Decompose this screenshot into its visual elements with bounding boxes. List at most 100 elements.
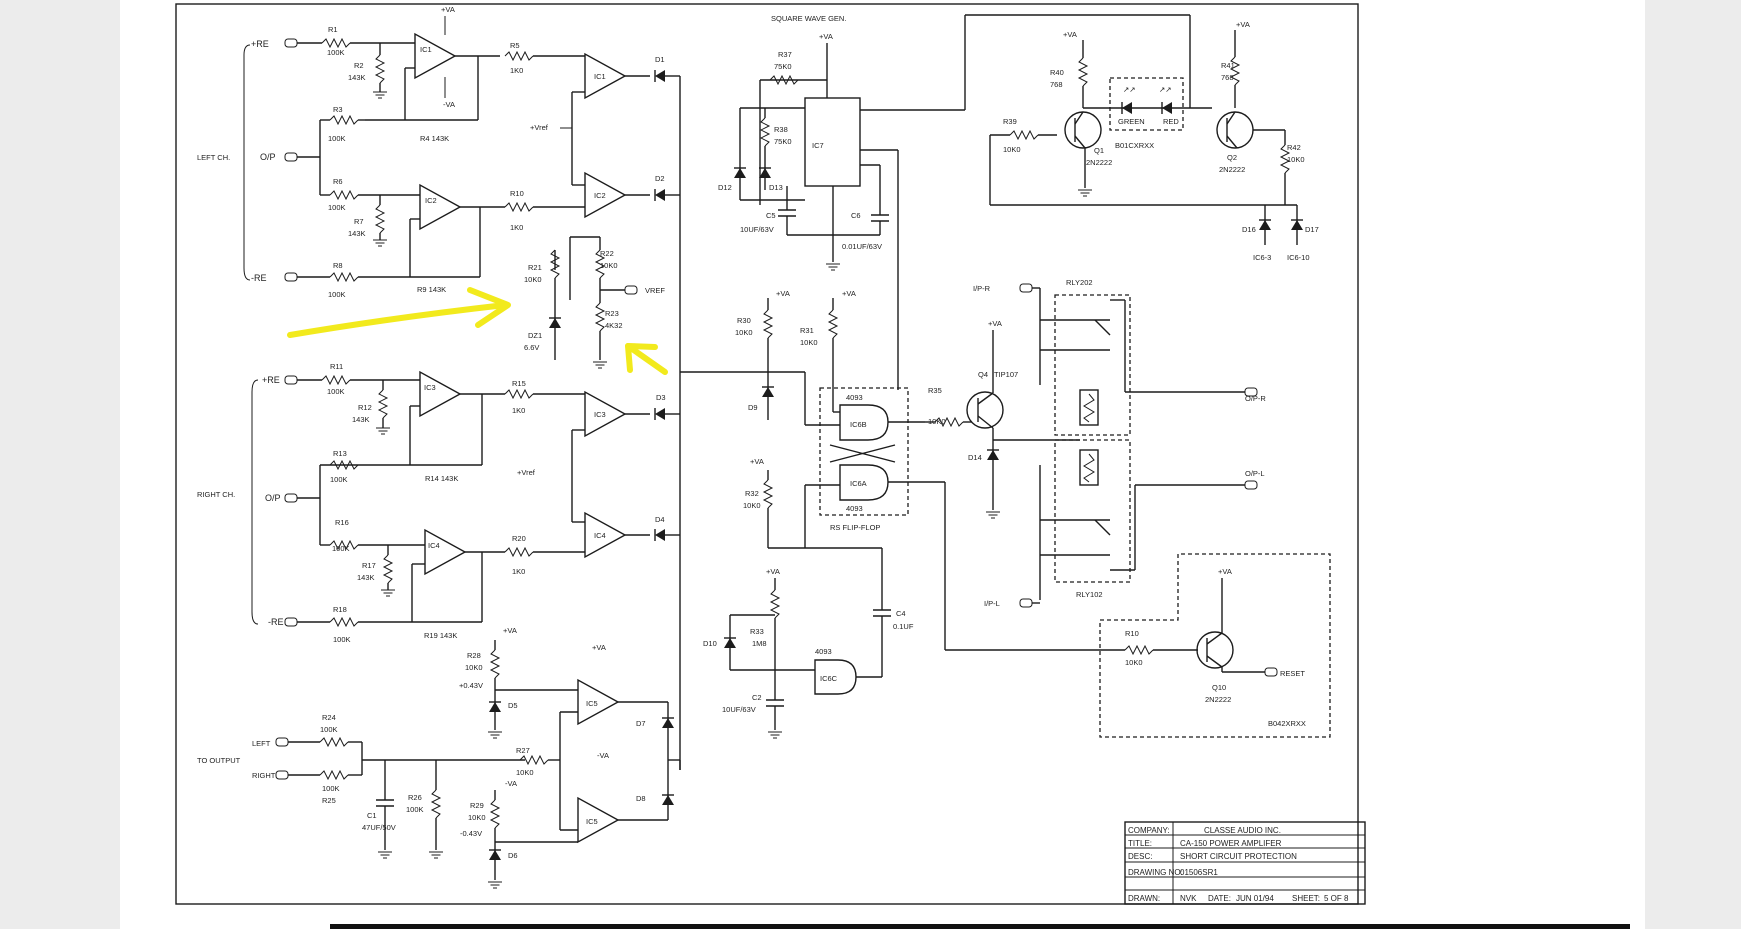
svg-text:2N2222: 2N2222	[1219, 165, 1245, 174]
svg-text:R24: R24	[322, 713, 336, 722]
svg-text:10K0: 10K0	[1287, 155, 1305, 164]
resistor-r15	[504, 389, 534, 399]
diode-d12	[733, 167, 747, 179]
svg-text:-VA: -VA	[597, 751, 609, 760]
svg-text:1K0: 1K0	[510, 66, 523, 75]
svg-text:DESC:: DESC:	[1128, 852, 1152, 861]
svg-text:Q10: Q10	[1212, 683, 1226, 692]
diode-d10	[723, 637, 737, 649]
svg-text:R3: R3	[333, 105, 343, 114]
svg-text:10K0: 10K0	[465, 663, 483, 672]
svg-text:DATE:: DATE:	[1208, 894, 1231, 903]
resistor-r7	[375, 204, 385, 234]
title-block: COMPANY: CLASSE AUDIO INC. TITLE: CA-150…	[1124, 821, 1366, 905]
svg-text:10K0: 10K0	[1125, 658, 1143, 667]
resistor-r10b	[1124, 645, 1154, 655]
svg-text:R33: R33	[750, 627, 764, 636]
svg-text:Q2: Q2	[1227, 153, 1237, 162]
svg-text:O/P-L: O/P-L	[1245, 469, 1265, 478]
diode-d1	[654, 69, 666, 83]
svg-text:10K0: 10K0	[735, 328, 753, 337]
svg-text:TIP107: TIP107	[994, 370, 1018, 379]
svg-text:IC6B: IC6B	[850, 420, 867, 429]
svg-text:R19 143K: R19 143K	[424, 631, 457, 640]
port-label: O/P	[260, 152, 276, 162]
svg-text:C1: C1	[367, 811, 377, 820]
port-ip-r	[1019, 283, 1033, 293]
svg-text:4093: 4093	[815, 647, 832, 656]
svg-text:RLY102: RLY102	[1076, 590, 1103, 599]
svg-text:10K0: 10K0	[800, 338, 818, 347]
svg-text:1K0: 1K0	[512, 567, 525, 576]
transistor-q10	[1196, 631, 1234, 669]
svg-text:R11: R11	[330, 362, 343, 371]
svg-text:R37: R37	[778, 50, 792, 59]
svg-text:VREF: VREF	[645, 286, 665, 295]
svg-text:R13: R13	[333, 449, 347, 458]
svg-text:R35: R35	[928, 386, 942, 395]
svg-text:2N2222: 2N2222	[1205, 695, 1231, 704]
svg-text:R25: R25	[322, 796, 336, 805]
drawing-frame	[175, 3, 1359, 905]
svg-text:R42: R42	[1287, 143, 1301, 152]
svg-text:-VA: -VA	[443, 100, 455, 109]
svg-text:-RE: -RE	[268, 617, 284, 627]
resistor-r20	[504, 547, 534, 557]
svg-text:143K: 143K	[352, 415, 370, 424]
led-red	[1161, 101, 1173, 115]
diode-d2	[654, 188, 666, 202]
svg-text:DZ1: DZ1	[528, 331, 542, 340]
svg-text:768: 768	[1221, 73, 1234, 82]
svg-text:↗↗: ↗↗	[1159, 85, 1172, 94]
port-op-l	[1244, 480, 1258, 490]
svg-text:I/P-R: I/P-R	[973, 284, 991, 293]
svg-text:143K: 143K	[357, 573, 375, 582]
svg-text:R6: R6	[333, 177, 343, 186]
opamp-ic5a	[577, 679, 619, 725]
bracket-right	[251, 379, 259, 625]
svg-text:+VA: +VA	[592, 643, 606, 652]
resistor-r12	[378, 389, 388, 419]
zener-dz1	[548, 317, 562, 329]
resistor-r24	[319, 737, 349, 747]
svg-text:COMPANY:: COMPANY:	[1128, 826, 1170, 835]
svg-text:100K: 100K	[320, 725, 338, 734]
svg-text:SHORT CIRCUIT PROTECTION: SHORT CIRCUIT PROTECTION	[1180, 852, 1297, 861]
svg-text:B01CXRXX: B01CXRXX	[1115, 141, 1154, 150]
port-left-op	[284, 152, 298, 162]
rs-flipflop-box	[819, 387, 909, 516]
port-label: +RE	[251, 39, 269, 49]
svg-text:+RE: +RE	[262, 375, 280, 385]
led-module-b01	[1109, 77, 1184, 131]
svg-text:D4: D4	[655, 515, 665, 524]
section-label-right: RIGHT CH.	[197, 490, 235, 499]
relay-coil-202	[1079, 389, 1099, 426]
opamp-ic4	[424, 529, 466, 575]
resistor-r30	[763, 309, 773, 339]
svg-text:R10: R10	[1125, 629, 1139, 638]
value-r2: 143K	[348, 73, 366, 82]
svg-text:143K: 143K	[348, 229, 366, 238]
svg-text:+VA: +VA	[776, 289, 790, 298]
svg-text:R32: R32	[745, 489, 759, 498]
svg-text:IC5: IC5	[586, 817, 598, 826]
svg-text:IC1: IC1	[420, 45, 432, 54]
svg-text:D17: D17	[1305, 225, 1319, 234]
svg-text:768: 768	[1050, 80, 1063, 89]
svg-text:IC4: IC4	[594, 531, 606, 540]
port-out-left	[275, 737, 289, 747]
svg-text:R20: R20	[512, 534, 526, 543]
svg-text:100K: 100K	[406, 805, 424, 814]
svg-text:IC2: IC2	[425, 196, 437, 205]
svg-text:10K0: 10K0	[516, 768, 534, 777]
svg-text:D12: D12	[718, 183, 732, 192]
svg-text:1M8: 1M8	[752, 639, 767, 648]
svg-text:10UF/63V: 10UF/63V	[722, 705, 756, 714]
svg-text:+VA: +VA	[503, 626, 517, 635]
svg-text:R14 143K: R14 143K	[425, 474, 458, 483]
port-left-neg-re	[284, 272, 298, 282]
svg-text:D9: D9	[748, 403, 758, 412]
svg-text:TO OUTPUT: TO OUTPUT	[197, 756, 241, 765]
svg-text:R38: R38	[774, 125, 788, 134]
